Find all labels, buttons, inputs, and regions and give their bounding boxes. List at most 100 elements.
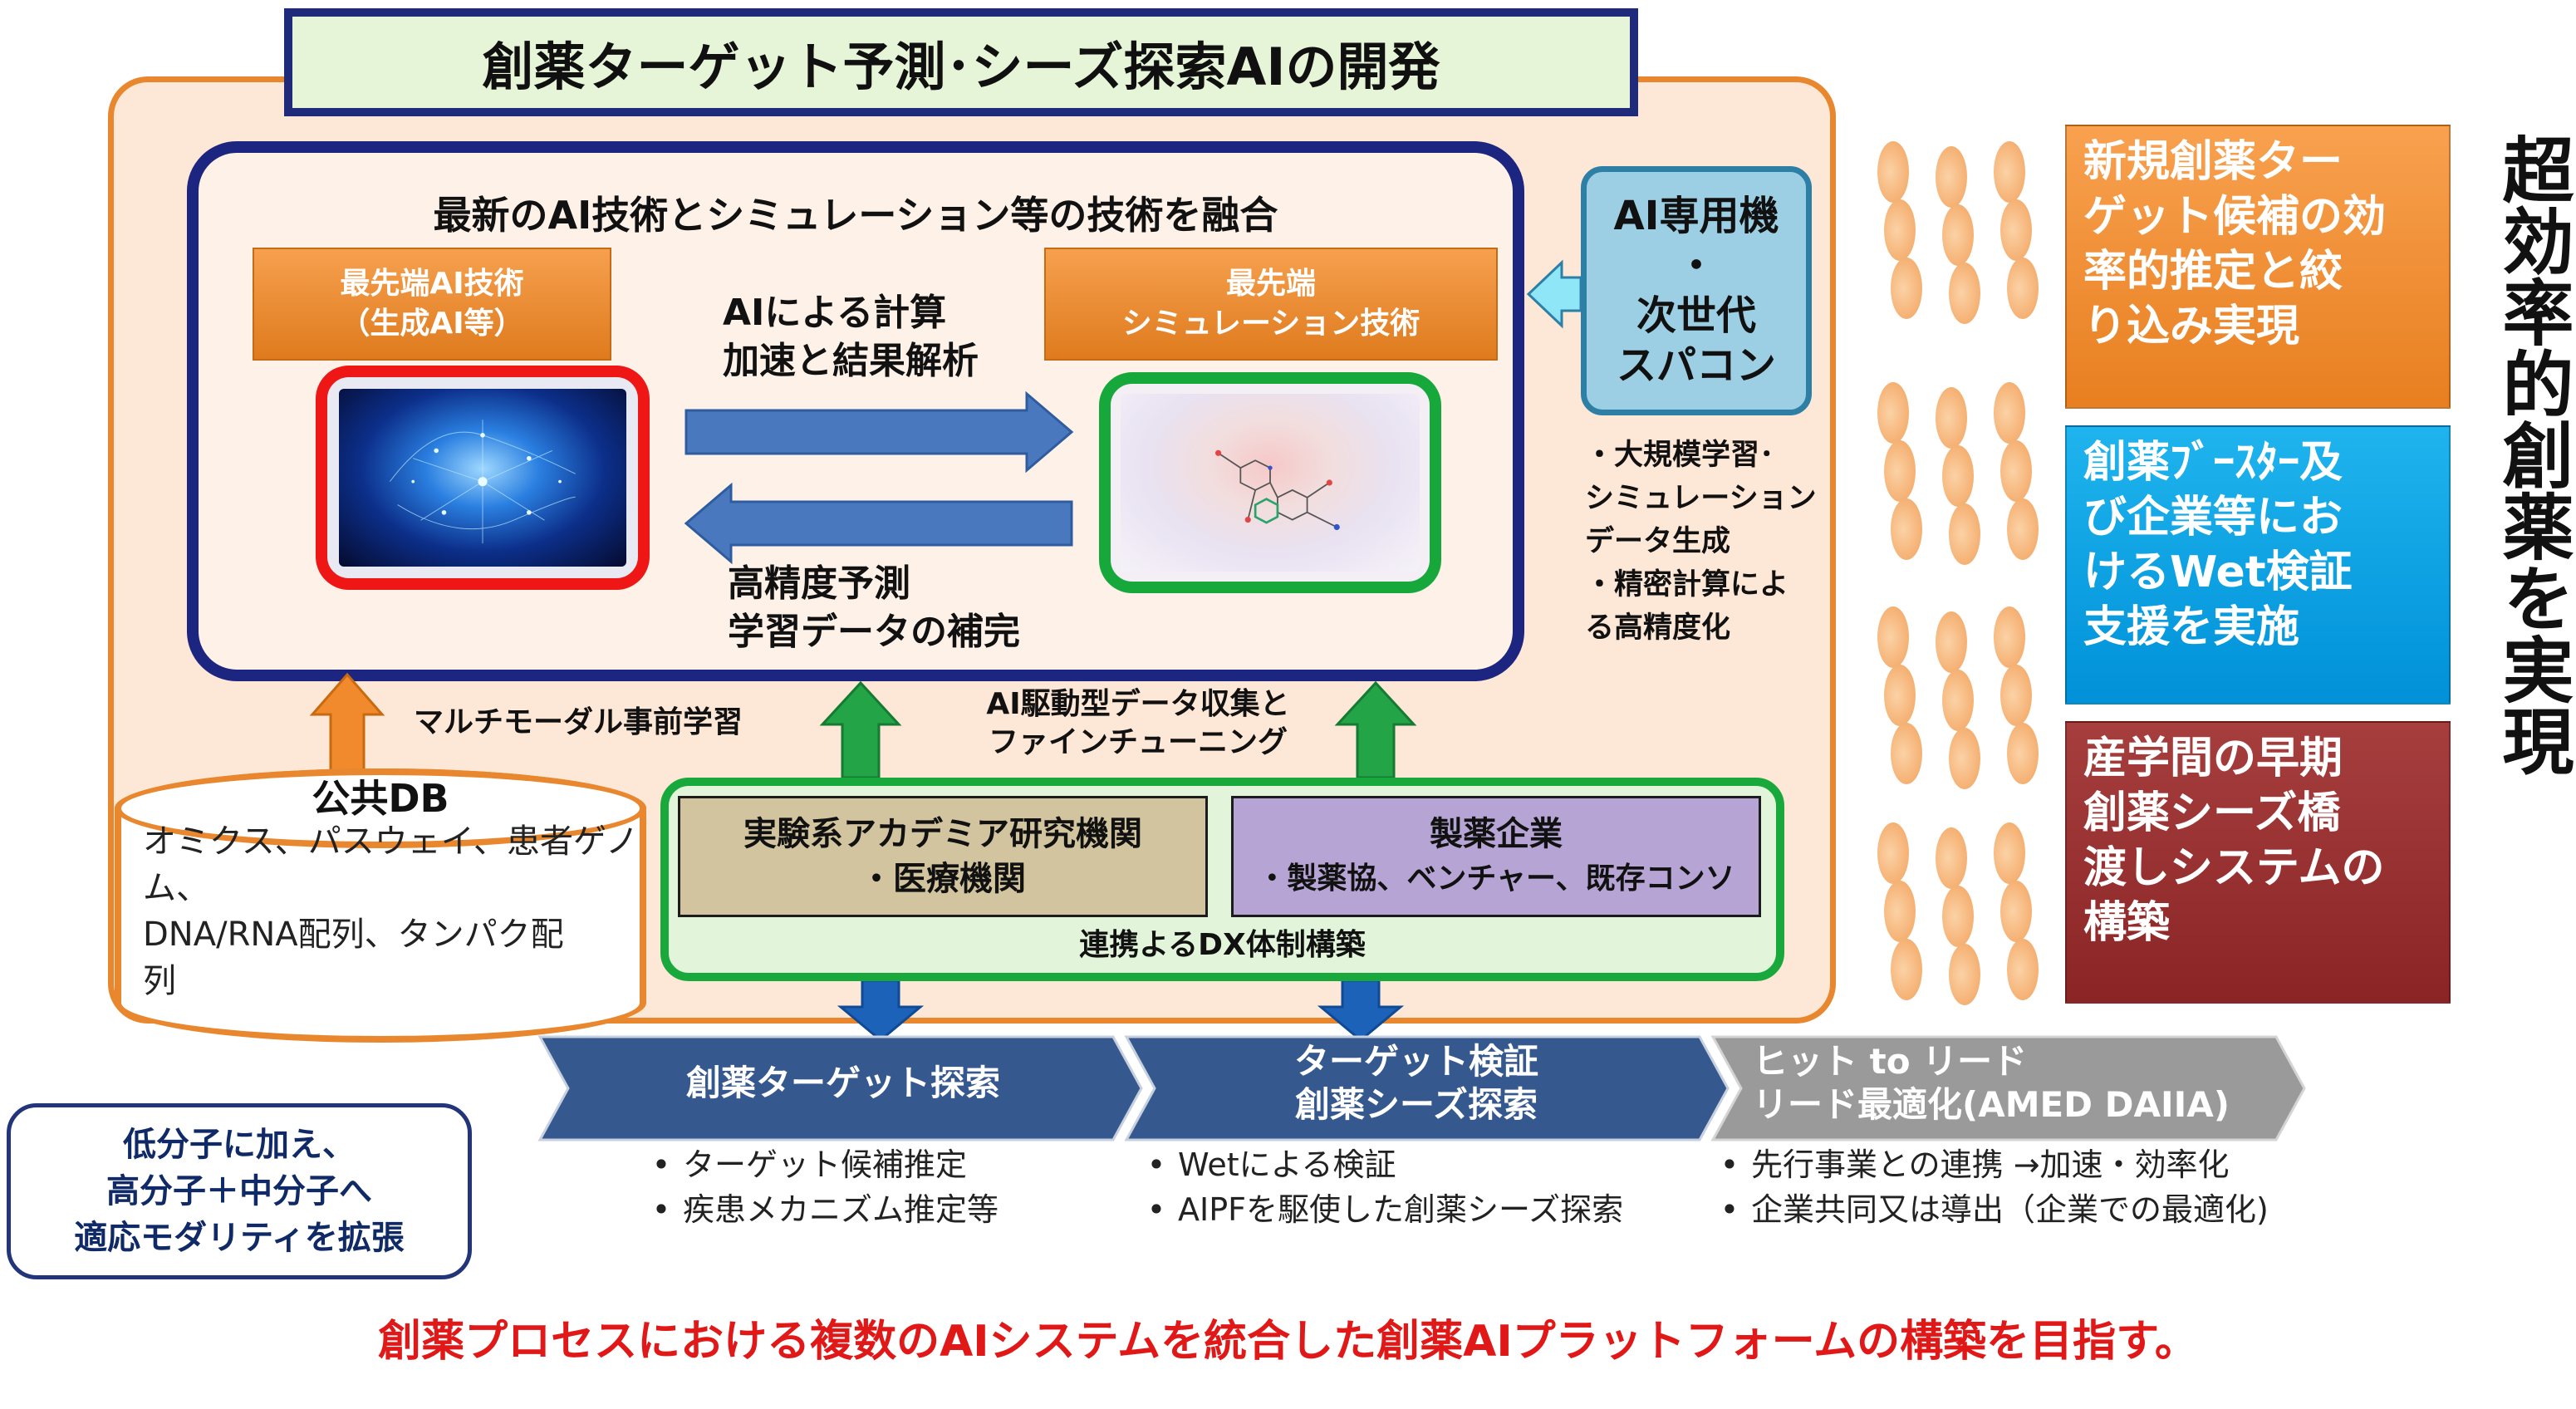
step3-line1: ヒット to リード bbox=[1753, 1041, 2028, 1082]
pipeline-step3-chevron bbox=[1710, 1035, 2306, 1141]
academia-line2: ・医療機関 bbox=[860, 860, 1026, 898]
pipeline-step2-chevron bbox=[1124, 1035, 1730, 1141]
public-db-cylinder-top bbox=[115, 768, 646, 848]
flow-dot bbox=[1936, 146, 1967, 208]
modality-expansion-box: 低分子に加え、 高分子＋中分子へ 適応モダリティを拡張 bbox=[7, 1103, 472, 1279]
academia-line1: 実験系アカデミア研究機関 bbox=[743, 815, 1142, 853]
collab-to-ai-up-arrow bbox=[819, 680, 902, 779]
flow-dot bbox=[1877, 606, 1909, 668]
collab-to-step2-down-arrow bbox=[1317, 979, 1405, 1042]
hardware-note: シミュレーション bbox=[1585, 482, 1817, 515]
calc-line2: 加速と結果解析 bbox=[723, 340, 979, 382]
ai-hardware-box: AI専用機 ・ 次世代 スパコン bbox=[1581, 166, 1812, 415]
flow-dot bbox=[1942, 204, 1974, 266]
flow-dot bbox=[1949, 263, 1980, 324]
flow-dot bbox=[2007, 723, 2039, 784]
flow-dot bbox=[2000, 881, 2032, 942]
ai-brain-image-frame bbox=[316, 366, 650, 590]
fusion-title: 最新のAI技術とシミュレーション等の技術を融合 bbox=[433, 193, 1278, 238]
collab-to-simulation-up-arrow bbox=[1334, 680, 1417, 779]
flow-dot bbox=[1884, 881, 1916, 942]
sim-tech-line2: シミュレーション技術 bbox=[1121, 307, 1420, 341]
flow-dot bbox=[2000, 199, 2032, 261]
sim-tech-line1: 最先端 bbox=[1225, 267, 1316, 301]
ai-tech-line1: 最先端AI技術 bbox=[340, 267, 524, 301]
flow-dot bbox=[1942, 445, 1974, 507]
flow-dot bbox=[2000, 665, 2032, 726]
diagram-title: 創薬ターゲット予測･シーズ探索AIの開発 bbox=[284, 8, 1638, 116]
outcome3-line: 構築 bbox=[2083, 898, 2171, 948]
list-item: 先行事業との連携 →加速・効率化 bbox=[1708, 1142, 2456, 1187]
pipeline-step2-label: ターゲット検証 創薬シーズ探索 bbox=[1155, 1040, 1678, 1127]
dx-line2: ファインチューニング bbox=[988, 725, 1288, 759]
list-item: AIPFを駆使した創薬シーズ探索 bbox=[1135, 1187, 1716, 1232]
hardware-line4: スパコン bbox=[1616, 342, 1776, 389]
db-line2: DNA/RNA配列、タンパク配 bbox=[143, 916, 564, 954]
pipeline-step1-label: 創薬ターゲット探索 bbox=[685, 1063, 1000, 1103]
outcome1-line: り込み実現 bbox=[2083, 302, 2300, 351]
molecule-simulation-image bbox=[1121, 394, 1420, 572]
outcome1-line: 率的推定と絞 bbox=[2083, 247, 2343, 297]
outcome3-line: 創薬シーズ橋 bbox=[2083, 788, 2341, 838]
predict-line1: 高精度予測 bbox=[728, 562, 910, 605]
flow-dot bbox=[1942, 886, 1974, 947]
pipeline-step1-chevron bbox=[537, 1035, 1143, 1141]
hardware-notes: ・大規模学習･ シミュレーション データ生成 ・精密計算によ る高精度化 bbox=[1585, 434, 1859, 650]
hardware-line3: 次世代 bbox=[1636, 292, 1756, 339]
flow-dot bbox=[1994, 606, 2025, 668]
ai-calc-label: AIによる計算 加速と結果解析 bbox=[723, 289, 1072, 385]
modality-line2: 高分子＋中分子へ bbox=[105, 1172, 372, 1210]
flow-dot bbox=[1891, 498, 1922, 560]
simulation-to-ai-arrow bbox=[684, 482, 1073, 565]
flow-dot bbox=[1994, 382, 2025, 444]
calc-line1: AIによる計算 bbox=[723, 292, 947, 334]
public-db-contents: オミクス、パスウェイ、患者ゲノム、 DNA/RNA配列、タンパク配 列 bbox=[143, 818, 641, 1004]
step2-line2: 創薬シーズ探索 bbox=[1295, 1084, 1538, 1125]
academia-box: 実験系アカデミア研究機関 ・医療機関 bbox=[678, 796, 1208, 917]
outcome2-line: けるWet検証 bbox=[2083, 547, 2353, 597]
dx-line1: AI駆動型データ収集と bbox=[986, 687, 1290, 721]
pipeline-step3-label: ヒット to リード リード最適化(AMED DAIIA) bbox=[1703, 1040, 2284, 1127]
hardware-line2: ・ bbox=[1676, 243, 1716, 289]
flow-dot bbox=[2007, 498, 2039, 560]
flow-dot bbox=[2000, 440, 2032, 502]
db-to-ai-up-arrow bbox=[309, 672, 385, 774]
hardware-note: データ生成 bbox=[1585, 525, 1731, 558]
vertical-slogan: 超効率的創薬を実現 bbox=[2490, 133, 2573, 776]
flow-dot bbox=[2007, 258, 2039, 319]
modality-line1: 低分子に加え、 bbox=[122, 1126, 356, 1164]
hardware-line1: AI専用機 bbox=[1613, 193, 1779, 239]
step3-bullets: 先行事業との連携 →加速・効率化 企業共同又は導出（企業での最適化) bbox=[1708, 1142, 2456, 1232]
outcome2-line: 創薬ﾌﾞｰｽﾀｰ及 bbox=[2083, 438, 2343, 488]
outcome1-line: 新規創薬ター bbox=[2083, 137, 2343, 187]
ai-tech-line2: （生成AI等） bbox=[340, 307, 524, 341]
brain-network-graphic bbox=[389, 420, 576, 544]
flow-dot bbox=[1884, 199, 1916, 261]
list-item: 疾患メカニズム推定等 bbox=[640, 1187, 1138, 1232]
db-line1: オミクス、パスウェイ、患者ゲノム、 bbox=[143, 822, 639, 907]
simulation-tech-header: 最先端 シミュレーション技術 bbox=[1044, 248, 1498, 361]
public-db-title: 公共DB bbox=[312, 776, 449, 821]
flow-dot bbox=[1994, 822, 2025, 884]
step2-bullets: Wetによる検証 AIPFを駆使した創薬シーズ探索 bbox=[1135, 1142, 1716, 1232]
hardware-to-simulation-arrow bbox=[1526, 259, 1582, 329]
ai-to-simulation-arrow bbox=[684, 390, 1074, 474]
flow-dot bbox=[1949, 503, 1980, 565]
flow-dot bbox=[1949, 728, 1980, 789]
flow-dot bbox=[1994, 141, 2025, 203]
outcome-wet-validation: 創薬ﾌﾞｰｽﾀｰ及 び企業等にお けるWet検証 支援を実施 bbox=[2065, 425, 2451, 704]
pharma-box: 製薬企業 ・製薬協、ベンチャー、既存コンソ bbox=[1231, 796, 1761, 917]
molecule-structure-graphic bbox=[1215, 449, 1340, 531]
outcome3-line: 渡しシステムの bbox=[2083, 843, 2385, 893]
flow-dot bbox=[1891, 939, 1922, 1000]
step1-bullets: ターゲット候補推定 疾患メカニズム推定等 bbox=[640, 1142, 1138, 1232]
outcome2-line: び企業等にお bbox=[2083, 493, 2343, 542]
flow-dot bbox=[2007, 939, 2039, 1000]
prediction-label: 高精度予測 学習データの補完 bbox=[728, 560, 1160, 656]
hardware-note: ・精密計算によ bbox=[1585, 568, 1789, 601]
outcome-academia-bridge: 産学間の早期 創薬シーズ橋 渡しシステムの 構築 bbox=[2065, 721, 2451, 1004]
outcome2-line: 支援を実施 bbox=[2083, 602, 2300, 652]
flow-dot bbox=[1884, 665, 1916, 726]
list-item: ターゲット候補推定 bbox=[640, 1142, 1138, 1187]
db-line3: 列 bbox=[143, 962, 176, 1000]
